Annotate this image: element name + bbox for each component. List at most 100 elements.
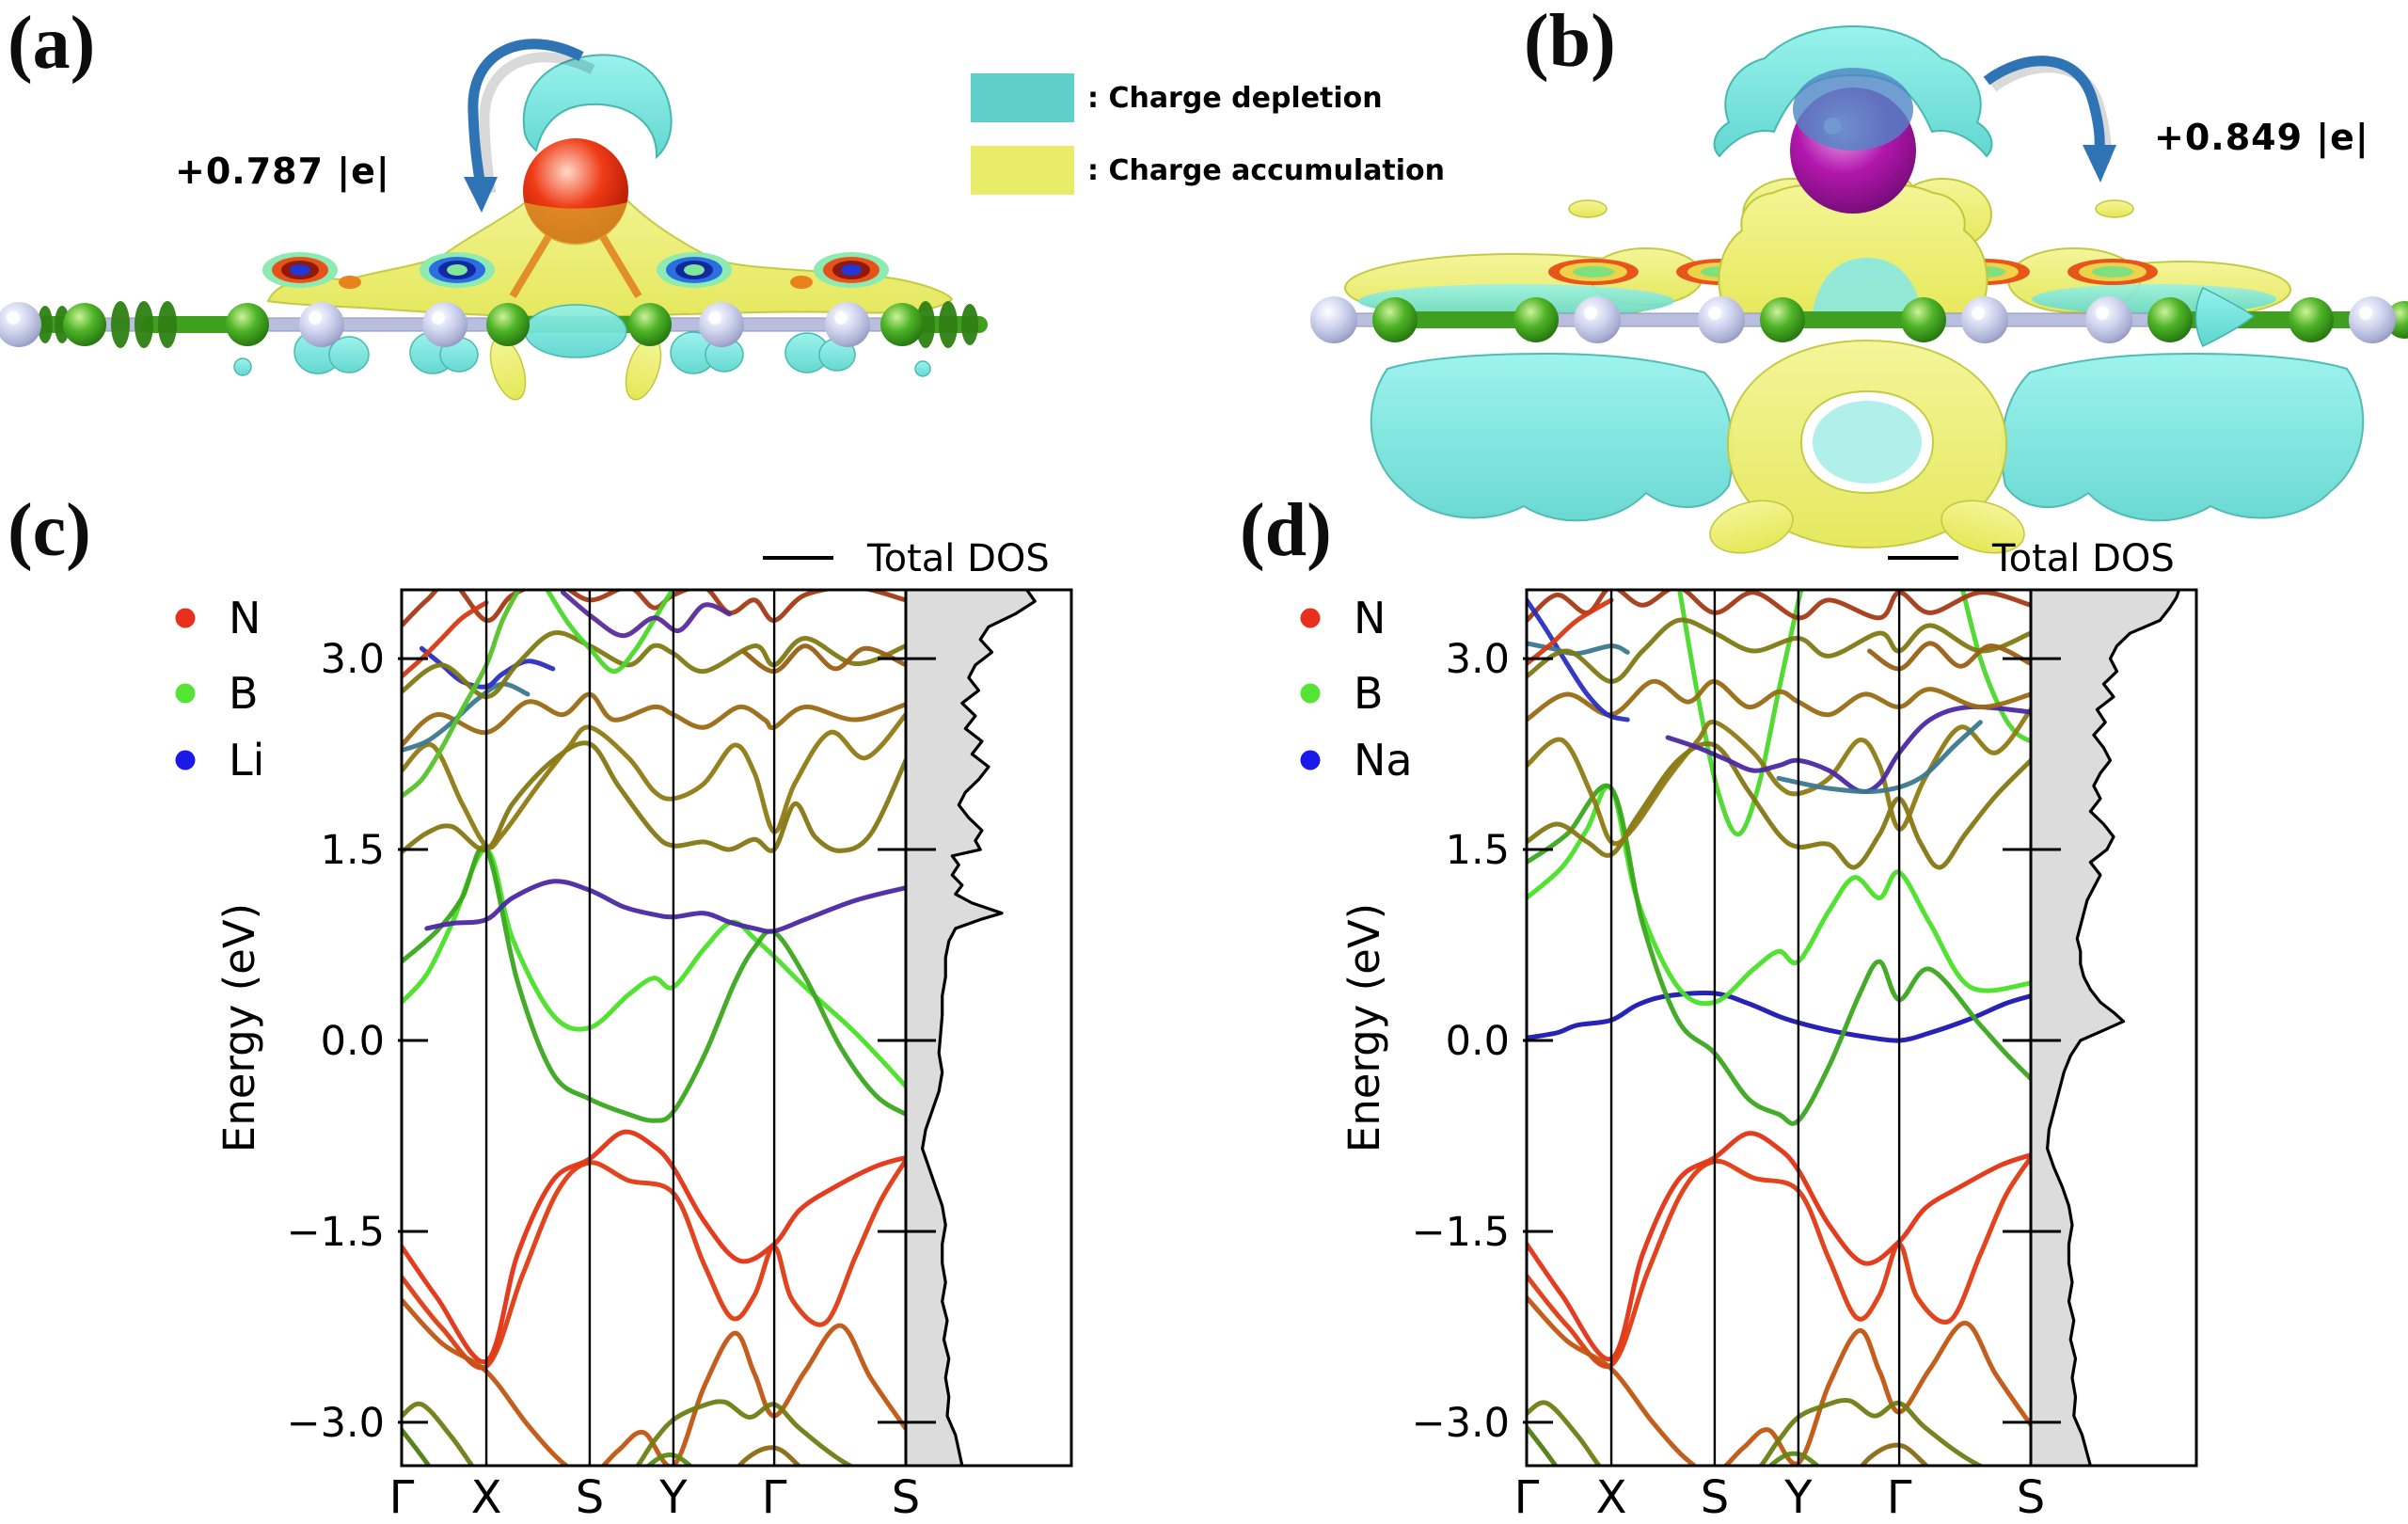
k-label: S [1701, 1471, 1729, 1524]
y-tick-label: 1.5 [321, 827, 385, 874]
band-curve [402, 1399, 855, 1466]
k-label: X [471, 1471, 502, 1524]
charge-depletion-cone [2194, 286, 2256, 348]
charge-depletion-crown [1713, 24, 1993, 158]
charge-depletion-wing-left [1370, 352, 1735, 522]
band-frame [1525, 588, 2033, 1468]
legend-label: B [1354, 668, 1384, 719]
dos-frame [2029, 588, 2198, 1468]
charge-transfer-b: +0.849 |e| [2154, 117, 2369, 158]
depletion-swatch [971, 73, 1074, 122]
panel-d-label: (d) [1240, 489, 1332, 572]
band-curve [1527, 617, 2031, 684]
dos-legend-label: Total DOS [866, 537, 1050, 580]
band-curve [1866, 641, 2031, 672]
charge-accumulation-ring [1726, 339, 2008, 549]
energy-axis-label: Energy (eV) [214, 903, 264, 1152]
legend-label: Na [1354, 735, 1413, 786]
y-tick-label: −1.5 [1412, 1209, 1510, 1256]
charge-accumulation-lobes [1709, 500, 2025, 554]
depletion-label: : Charge depletion [1087, 81, 1383, 115]
band-curve [1527, 1424, 1559, 1466]
lattice-atoms [1310, 296, 2408, 343]
y-tick-label: 1.5 [1446, 827, 1510, 874]
band-curve [402, 1427, 432, 1466]
electron-transfer-arrowhead [464, 177, 498, 213]
legend-dot [175, 750, 196, 770]
electron-transfer-arrow [467, 39, 584, 182]
k-label: S [892, 1471, 920, 1524]
k-label: X [1596, 1471, 1627, 1524]
panel-b-label: (b) [1524, 0, 1616, 83]
legend-label: B [229, 668, 259, 719]
charge-rings [262, 252, 889, 289]
band-curve [402, 1157, 906, 1371]
band-curve [1527, 1397, 1986, 1466]
k-label: Γ [389, 1471, 415, 1524]
band-curve [402, 1297, 906, 1466]
charge-depletion-wing-right [2000, 352, 2365, 522]
y-tick-label: −3.0 [287, 1400, 385, 1447]
dos-fill [906, 590, 1036, 1466]
band-lines [402, 590, 906, 1466]
k-label: Γ [1514, 1471, 1540, 1524]
k-label: S [2017, 1471, 2045, 1524]
band-curve [424, 879, 906, 934]
band-curve [402, 590, 906, 628]
lattice-atoms [0, 301, 978, 348]
molecule-a [0, 39, 988, 401]
k-label: Γ [1887, 1471, 1912, 1524]
legend-dot [175, 608, 196, 628]
y-tick-label: 0.0 [1446, 1018, 1510, 1065]
adatom-bond [509, 223, 559, 299]
band-lines [1527, 590, 2031, 1466]
electron-transfer-arrowhead [2083, 145, 2116, 183]
legend-dot [1300, 750, 1321, 770]
charge-accumulation-dots [1568, 199, 2134, 218]
na-depletion-dome [1793, 68, 1913, 151]
band-curve [402, 600, 489, 679]
k-label: Y [1783, 1471, 1813, 1524]
band-curve [1677, 590, 1804, 837]
energy-axis-label: Energy (eV) [1339, 903, 1389, 1152]
legend-dot [1300, 683, 1321, 704]
band-curve [1527, 1131, 2031, 1362]
legend-label: N [229, 593, 261, 643]
dos [2031, 590, 2181, 1466]
molecule-b [1310, 24, 2408, 554]
band-curve [741, 643, 906, 675]
panel-c-label: (c) [8, 489, 91, 572]
y-tick-label: −1.5 [287, 1209, 385, 1256]
legend-label: N [1354, 593, 1386, 643]
band-curve [1527, 1154, 2031, 1370]
y-tick-label: −3.0 [1412, 1400, 1510, 1447]
legend-label: Li [229, 735, 264, 786]
band-curve [1665, 704, 2031, 794]
y-tick-label: 0.0 [321, 1018, 385, 1065]
band-curve [1527, 991, 2031, 1043]
k-label: Y [658, 1471, 688, 1524]
dos-frame [904, 588, 1073, 1468]
k-label: S [576, 1471, 604, 1524]
legend-dot [175, 683, 196, 704]
dos-fill [2031, 590, 2179, 1466]
li-adatom-overlay [524, 202, 627, 246]
y-tick-label: 3.0 [321, 636, 385, 683]
band-curve [1776, 720, 1983, 794]
band-curve [402, 691, 906, 748]
k-label: Γ [762, 1471, 787, 1524]
legend-dot [1300, 608, 1321, 628]
band-curve [402, 590, 522, 799]
band-curve [1527, 1294, 2031, 1466]
accumulation-swatch [971, 146, 1074, 195]
band-curve [1527, 597, 1614, 667]
band-curve [402, 1129, 906, 1365]
adatom-bond [593, 223, 642, 299]
band-curve [402, 844, 906, 1123]
dos [906, 590, 1037, 1466]
charge-transfer-a: +0.787 |e| [175, 151, 390, 192]
